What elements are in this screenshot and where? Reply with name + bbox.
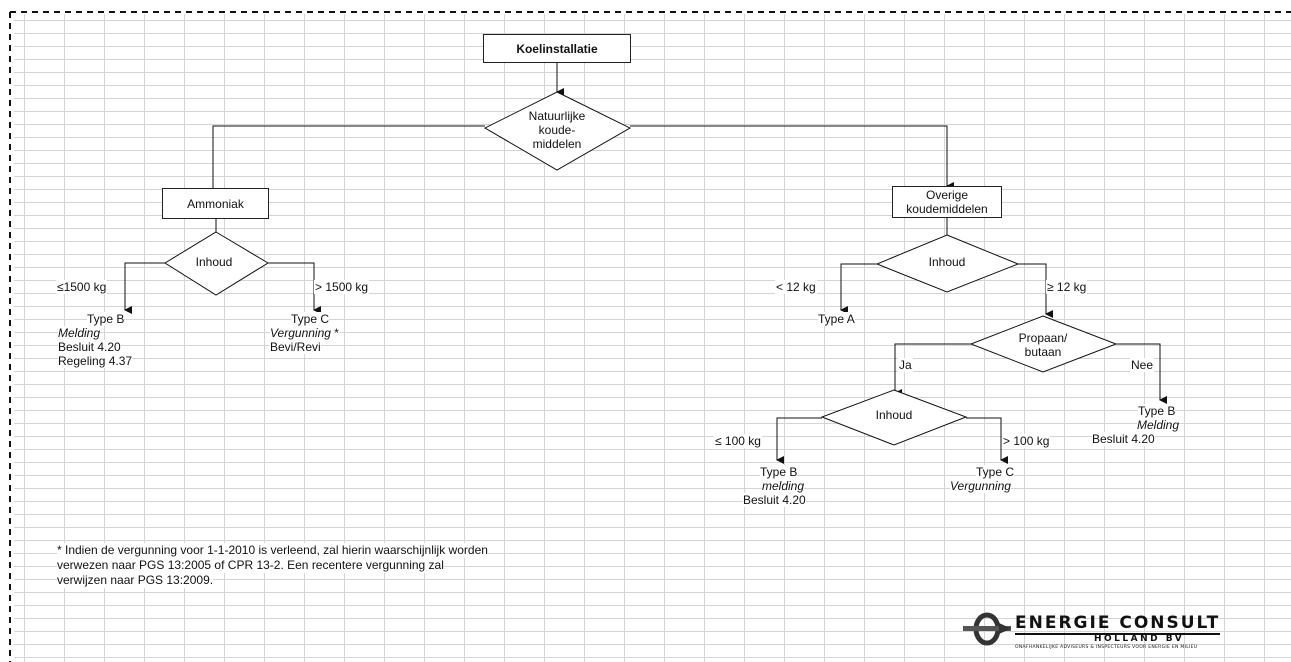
result-type: Type A	[818, 312, 855, 326]
decision-diamond-inhoud-propaan	[820, 389, 968, 446]
root-title: Koelinstallatie	[516, 41, 598, 56]
decision-diamond-overige	[875, 234, 1020, 293]
overige-left-result: Type A	[818, 312, 855, 326]
ammoniak-right-result: Type C Vergunning * Bevi/Revi	[270, 312, 339, 354]
result-rule: Bevi/Revi	[270, 340, 321, 354]
result-type: Type C	[976, 465, 1015, 479]
decision-natural-line: Natuurlijke	[528, 109, 586, 123]
propaan-decision-text: Propaan/ butaan	[1019, 331, 1068, 359]
result-type: Type B	[87, 312, 125, 326]
logo-name: ENERGIE CONSULT	[1015, 613, 1221, 635]
decision-diamond-propaan	[969, 315, 1118, 373]
result-rule: Besluit 4.20	[58, 340, 121, 354]
footnote: * Indien de vergunning voor 1-1-2010 is …	[57, 543, 488, 588]
dashed-border	[9, 11, 1291, 662]
propaan-yes-label: Ja	[898, 358, 913, 372]
ammoniak-decision-text: Inhoud	[195, 255, 233, 269]
overige-box: Overige koudemiddelen	[892, 186, 1002, 218]
inhoud-propaan-right-label: > 100 kg	[1002, 434, 1051, 448]
result-rule: Regeling 4.37	[58, 354, 133, 368]
overige-right-label: ≥ 12 kg	[1046, 280, 1088, 294]
connector	[840, 263, 877, 314]
connector	[966, 417, 1008, 464]
result-rule: Besluit 4.20	[1092, 432, 1155, 446]
connector	[212, 125, 485, 188]
inhoud-propaan-decision-text: Inhoud	[875, 408, 913, 422]
propaan-line: butaan	[1024, 345, 1062, 359]
result-status: Vergunning	[270, 326, 331, 340]
result-type: Type B	[1138, 404, 1176, 418]
decision-natural-text: Natuurlijke koude- middelen	[529, 109, 586, 151]
result-status: Melding	[58, 326, 101, 340]
overige-decision-text: Inhoud	[928, 255, 966, 269]
overige-label-line: Overige	[925, 188, 969, 202]
ammoniak-left-label: ≤1500 kg	[56, 280, 108, 294]
decision-diamond-ammoniak	[164, 231, 269, 296]
overige-label-line: koudemiddelen	[906, 202, 988, 216]
inhoud-propaan-left-label: ≤ 100 kg	[714, 434, 762, 448]
root-box: Koelinstallatie	[483, 34, 631, 63]
footnote-line: verwezen naar PGS 13:2005 of CPR 13-2. E…	[57, 558, 444, 573]
logo-mark-icon	[963, 612, 1011, 646]
result-status: Melding	[1137, 418, 1180, 432]
inhoud-propaan-left-result: Type B melding Besluit 4.20	[743, 465, 806, 507]
connector	[268, 262, 321, 314]
result-type: Type C	[291, 312, 330, 326]
footnote-line: * Indien de vergunning voor 1-1-2010 is …	[57, 543, 488, 558]
company-logo: ENERGIE CONSULT HOLLAND BV ONAFHANKELIJK…	[963, 610, 1239, 652]
inhoud-propaan-right-result: Type C Vergunning	[950, 465, 1015, 493]
logo-subtitle: HOLLAND BV	[1094, 634, 1185, 644]
ammoniak-right-label: > 1500 kg	[314, 280, 370, 294]
decision-natural-line: koude-	[538, 123, 576, 137]
result-type: Type B	[760, 465, 798, 479]
connector	[124, 262, 165, 314]
ammoniak-left-result: Type B Melding Besluit 4.20 Regeling 4.3…	[58, 312, 133, 368]
result-status: Vergunning	[950, 479, 1011, 493]
ammoniak-label: Ammoniak	[187, 196, 244, 211]
result-status: melding	[762, 479, 805, 493]
connector	[1116, 343, 1167, 404]
propaan-no-result: Type B Melding Besluit 4.20	[1092, 404, 1180, 446]
logo-tagline: ONAFHANKELIJKE ADVISEURS & INSPECTEURS V…	[1015, 645, 1198, 650]
ammoniak-box: Ammoniak	[162, 188, 269, 219]
propaan-line: Propaan/	[1018, 331, 1068, 345]
overige-left-label: < 12 kg	[775, 280, 817, 294]
connector	[630, 125, 954, 190]
decision-diamond-natural	[483, 91, 632, 171]
propaan-no-label: Nee	[1130, 358, 1155, 372]
footnote-line: verwijzen naar PGS 13:2009.	[57, 573, 214, 588]
result-status-line: Vergunning *	[270, 326, 339, 340]
footnote-marker: *	[330, 326, 339, 340]
result-rule: Besluit 4.20	[743, 493, 806, 507]
decision-natural-line: middelen	[532, 137, 582, 151]
connector	[776, 417, 822, 464]
connector	[894, 343, 971, 397]
connector	[1018, 263, 1053, 318]
